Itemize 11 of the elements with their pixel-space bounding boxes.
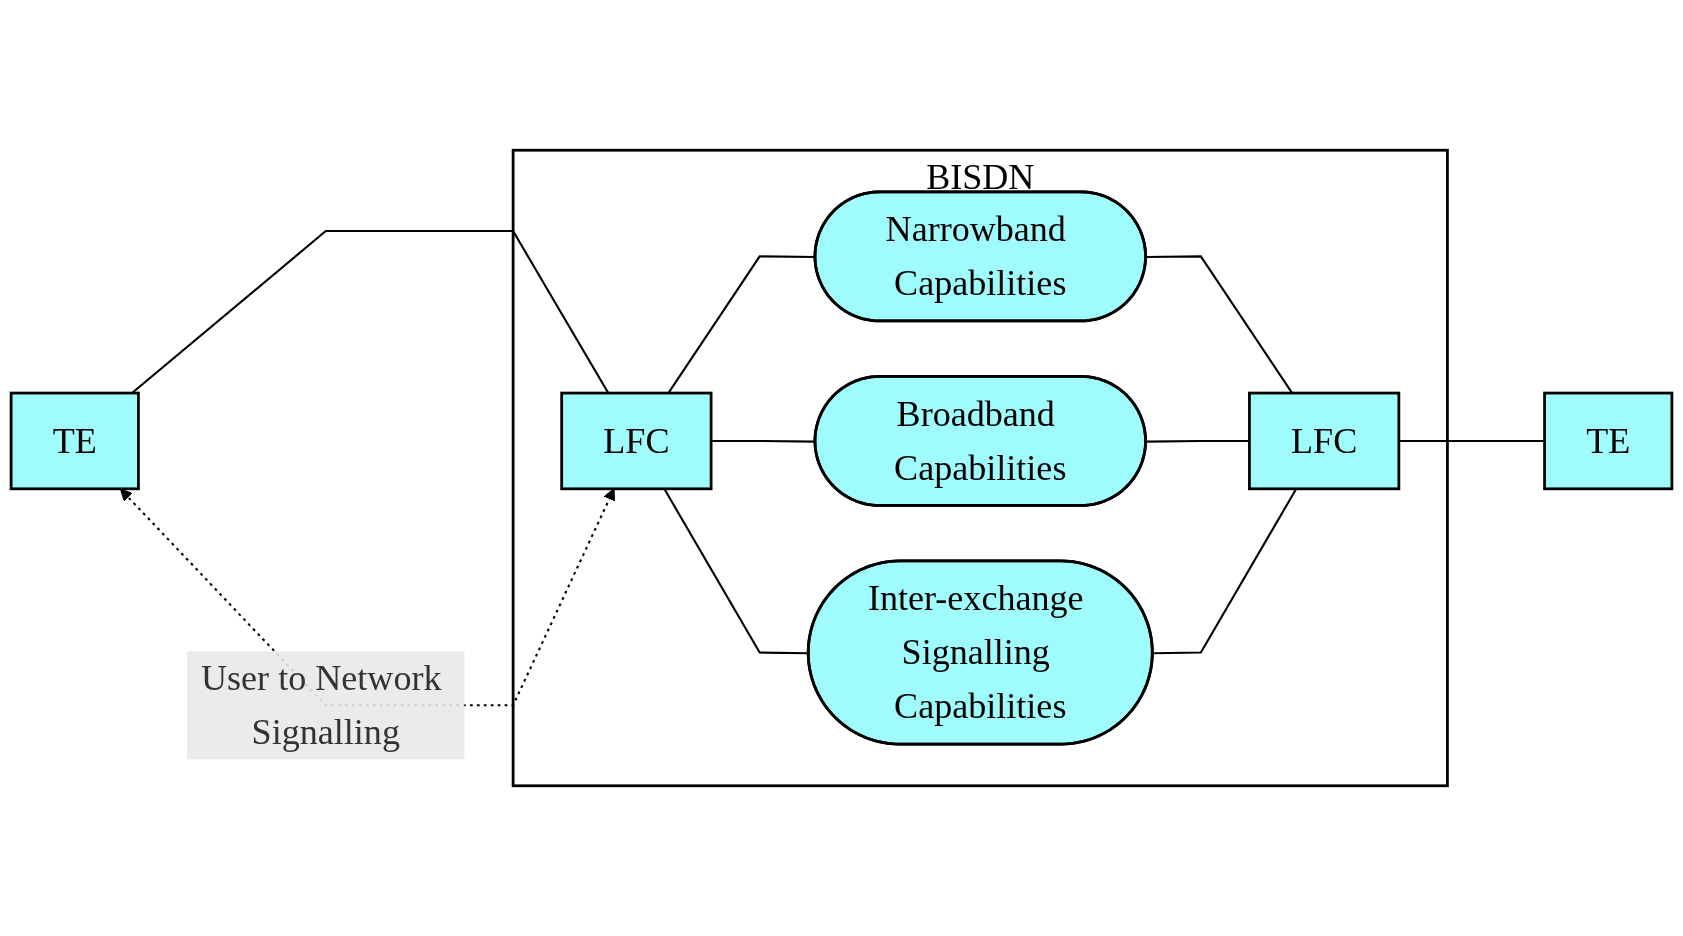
node-box: TE: [1543, 391, 1674, 491]
node-box: LFC: [560, 391, 713, 491]
node-box: LFC: [1248, 391, 1401, 491]
edge-label: User to Network Signalling: [201, 658, 442, 753]
connector: [1146, 255, 1294, 394]
connector: [131, 230, 610, 394]
connector: [1146, 439, 1250, 443]
connector: [1152, 488, 1298, 655]
connector: [663, 488, 809, 655]
connector: [1398, 439, 1545, 442]
node-box: TE: [9, 391, 140, 491]
